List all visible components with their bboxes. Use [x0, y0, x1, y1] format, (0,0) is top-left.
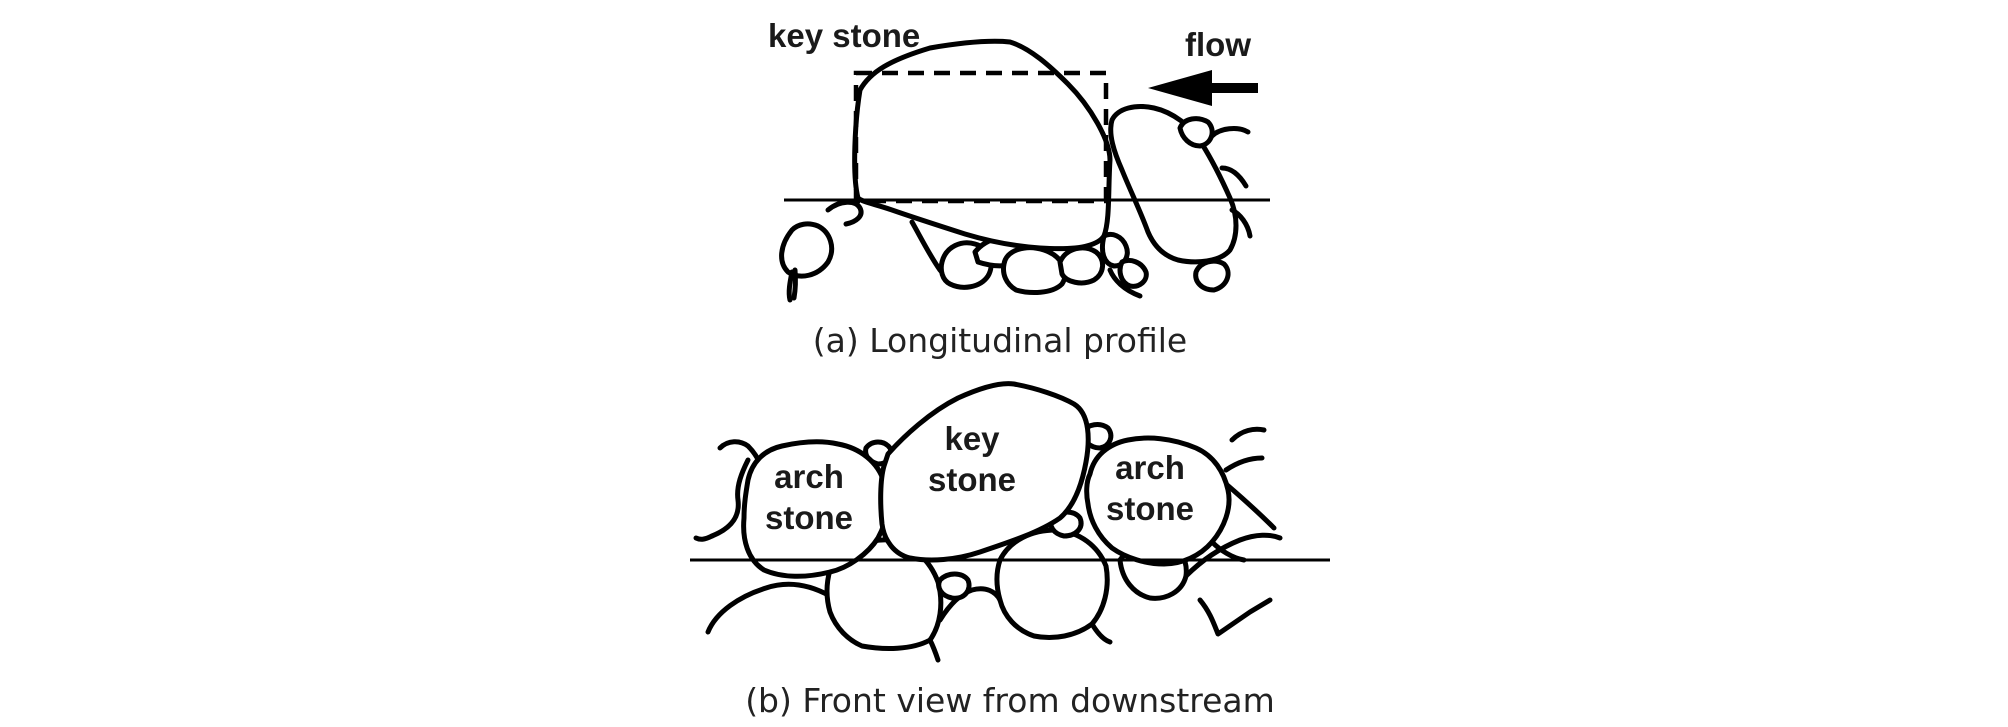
key-stone-label: key stone: [768, 17, 920, 54]
lower-stone: [1197, 597, 1273, 637]
key-stone-front-label: stone: [928, 461, 1016, 498]
lower-stone: [705, 581, 833, 635]
lower-stone: [1089, 621, 1113, 645]
arch-stone-left-label: stone: [765, 499, 853, 536]
bed-stone-fragment: [786, 269, 795, 303]
key-stone-front-label: key: [944, 420, 1000, 457]
filler-stone: [936, 571, 972, 601]
lower-stone: [1183, 532, 1283, 579]
bed-stone: [1057, 245, 1105, 286]
panel-b-front-view: arch stone key stone arch stone (b) Fron…: [690, 381, 1330, 720]
edge-stone: [709, 457, 751, 539]
bed-stone: [1107, 267, 1143, 299]
lower-stone: [927, 637, 941, 663]
key-stone-bounding-box: [853, 70, 1109, 204]
right-stone-edge: [1219, 165, 1249, 189]
right-stone-large: [1108, 104, 1239, 265]
arch-stone-left-label: arch: [774, 458, 844, 495]
arch-stone-right-label: stone: [1106, 490, 1194, 527]
arch-stone-left: [741, 439, 890, 579]
right-stone-small: [1177, 116, 1215, 149]
lower-stone: [994, 527, 1110, 640]
caption-b: (b) Front view from downstream: [745, 681, 1275, 720]
right-stone-edge: [1209, 126, 1251, 139]
bed-stone: [779, 221, 835, 279]
edge-stone: [1223, 481, 1277, 531]
left-arrow-icon: [1148, 70, 1258, 106]
key-stone: [852, 38, 1113, 252]
bed-stone: [1001, 245, 1068, 295]
bed-stone: [825, 199, 864, 227]
edge-stone: [1223, 455, 1265, 473]
lower-stone: [937, 586, 1003, 623]
right-stone-small: [1193, 258, 1231, 293]
edge-stone: [1229, 426, 1267, 443]
panel-a-longitudinal-profile: key stone flow (a) Longitudinal profile: [768, 17, 1270, 360]
bed-stone: [1117, 257, 1149, 289]
bed-stone-fragment: [791, 267, 798, 301]
right-stone-edge: [1229, 207, 1253, 239]
edge-stone: [693, 533, 715, 542]
arch-stone-right-label: arch: [1115, 449, 1185, 486]
caption-a: (a) Longitudinal profile: [813, 321, 1188, 360]
flow-label: flow: [1185, 26, 1251, 63]
key-stone-front: [878, 381, 1091, 563]
